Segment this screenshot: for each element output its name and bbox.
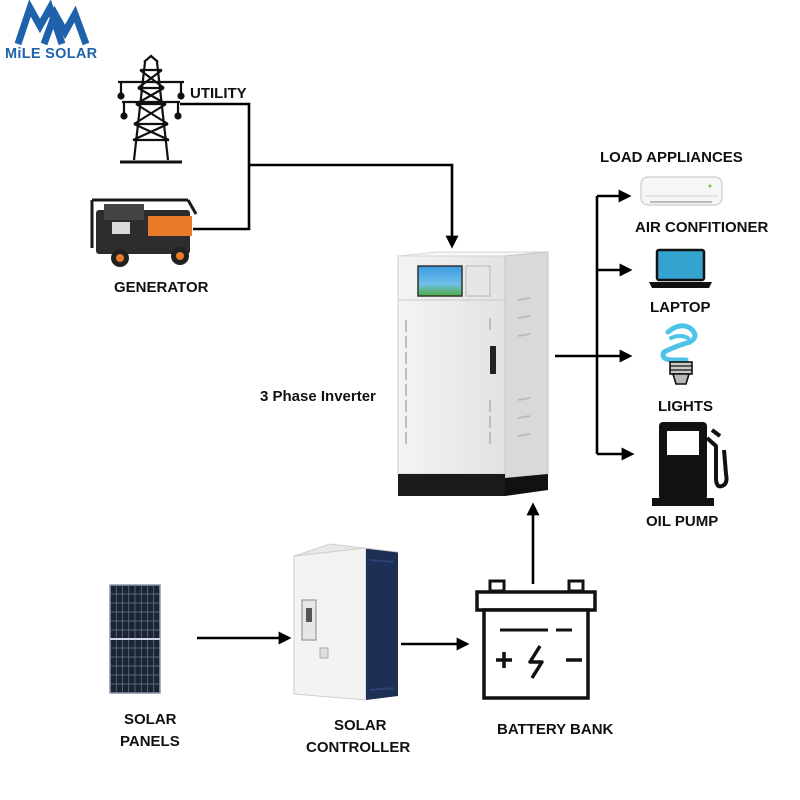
load-appliances-label: LOAD APPLIANCES	[600, 149, 743, 166]
inverter-cabinet-icon	[397, 251, 549, 496]
utility-label: UTILITY	[190, 85, 247, 102]
solar-panel-icon	[109, 584, 161, 694]
solar-panels-label-line1: SOLAR	[124, 711, 177, 728]
air-conditioner-icon	[640, 176, 723, 206]
inverter-label: 3 Phase Inverter	[260, 388, 376, 405]
solar-controller-icon	[293, 543, 399, 701]
fuel-pump-icon	[652, 422, 729, 506]
light-bulb-icon	[660, 323, 698, 385]
utility-wire	[180, 102, 251, 231]
generator-icon	[90, 198, 198, 267]
solar-controller-label-line2: CONTROLLER	[306, 739, 410, 756]
battery-bank-label: BATTERY BANK	[497, 721, 614, 738]
brand-name: MiLE SOLAR	[5, 46, 98, 62]
lights-label: LIGHTS	[658, 398, 713, 415]
brand-logo: MiLE SOLAR	[5, 0, 98, 62]
battery-icon	[475, 579, 597, 700]
solar-controller-label-line1: SOLAR	[334, 717, 387, 734]
solar-panels-label-line2: PANELS	[120, 733, 180, 750]
mile-solar-logo-icon	[14, 0, 90, 46]
generator-label: GENERATOR	[114, 279, 209, 296]
source-to-inverter-wire	[249, 163, 459, 249]
oil-pump-label: OIL PUMP	[646, 513, 718, 530]
transmission-tower-icon	[117, 54, 185, 164]
air-conditioner-label: AIR CONFITIONER	[635, 219, 768, 236]
laptop-icon	[649, 248, 712, 288]
laptop-label: LAPTOP	[650, 299, 711, 316]
